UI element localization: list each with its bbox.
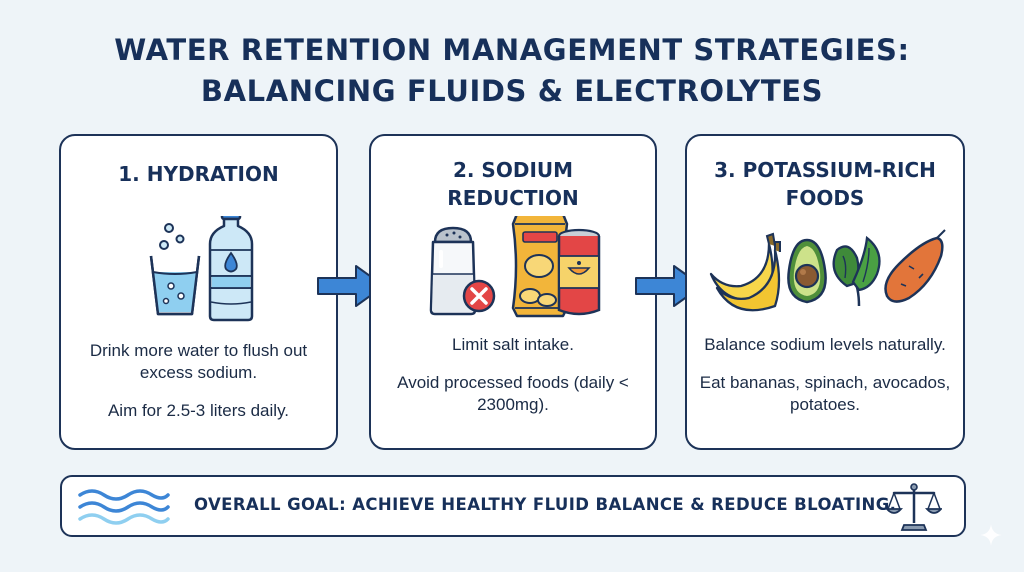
canned-food-icon (557, 228, 601, 316)
no-icon (462, 279, 496, 313)
card-title: 1. HYDRATION (61, 160, 336, 188)
card-text-2: Avoid processed foods (daily < 2300mg). (397, 373, 629, 414)
overall-goal-text: OVERALL GOAL: ACHIEVE HEALTHY FLUID BALA… (194, 495, 897, 514)
card-title-line: 3. POTASSIUM-RICH (714, 158, 936, 182)
card-text-1: Limit salt intake. (452, 335, 574, 354)
water-bottle-icon (208, 216, 254, 322)
card-title: 2. SODIUM REDUCTION (371, 156, 655, 212)
waves-icon (78, 489, 170, 525)
card-description: Drink more water to flush out excess sod… (71, 340, 326, 438)
card-description: Limit salt intake. Avoid processed foods… (381, 334, 645, 432)
title-line-2: BALANCING FLUIDS & ELECTROLYTES (200, 74, 824, 108)
card-icons (371, 216, 655, 326)
card-hydration: 1. HYDRATION (59, 134, 338, 450)
sweet-potato-icon (884, 229, 946, 303)
card-description: Balance sodium levels naturally. Eat ban… (697, 334, 953, 432)
spinach-icon (832, 235, 881, 307)
card-sodium-reduction: 2. SODIUM REDUCTION (369, 134, 657, 450)
balance-scale-icon (886, 483, 942, 531)
avocado-icon (787, 238, 827, 304)
card-text-2: Eat bananas, spinach, avocados, potatoes… (699, 373, 951, 414)
card-title-line: FOODS (785, 186, 865, 210)
banana-icon (709, 232, 781, 312)
card-potassium-rich-foods: 3. POTASSIUM-RICH FOODS (685, 134, 965, 450)
card-icons (61, 216, 336, 326)
card-text-1: Balance sodium levels naturally. (704, 335, 946, 354)
card-title-line: REDUCTION (447, 186, 579, 210)
title-line-1: WATER RETENTION MANAGEMENT STRATEGIES: (114, 33, 910, 67)
card-text-2: Aim for 2.5-3 liters daily. (107, 401, 290, 420)
overall-goal-banner: OVERALL GOAL: ACHIEVE HEALTHY FLUID BALA… (60, 475, 966, 537)
card-title-line: 1. HYDRATION (118, 162, 279, 186)
card-title-line: 2. SODIUM (452, 158, 574, 182)
sparkle-icon (980, 524, 1002, 546)
card-title: 3. POTASSIUM-RICH FOODS (687, 156, 963, 212)
water-glass-icon (149, 223, 201, 316)
page-title: WATER RETENTION MANAGEMENT STRATEGIES: B… (0, 30, 1024, 112)
card-icons (687, 216, 963, 326)
card-text-1: Drink more water to flush out excess sod… (89, 341, 308, 382)
